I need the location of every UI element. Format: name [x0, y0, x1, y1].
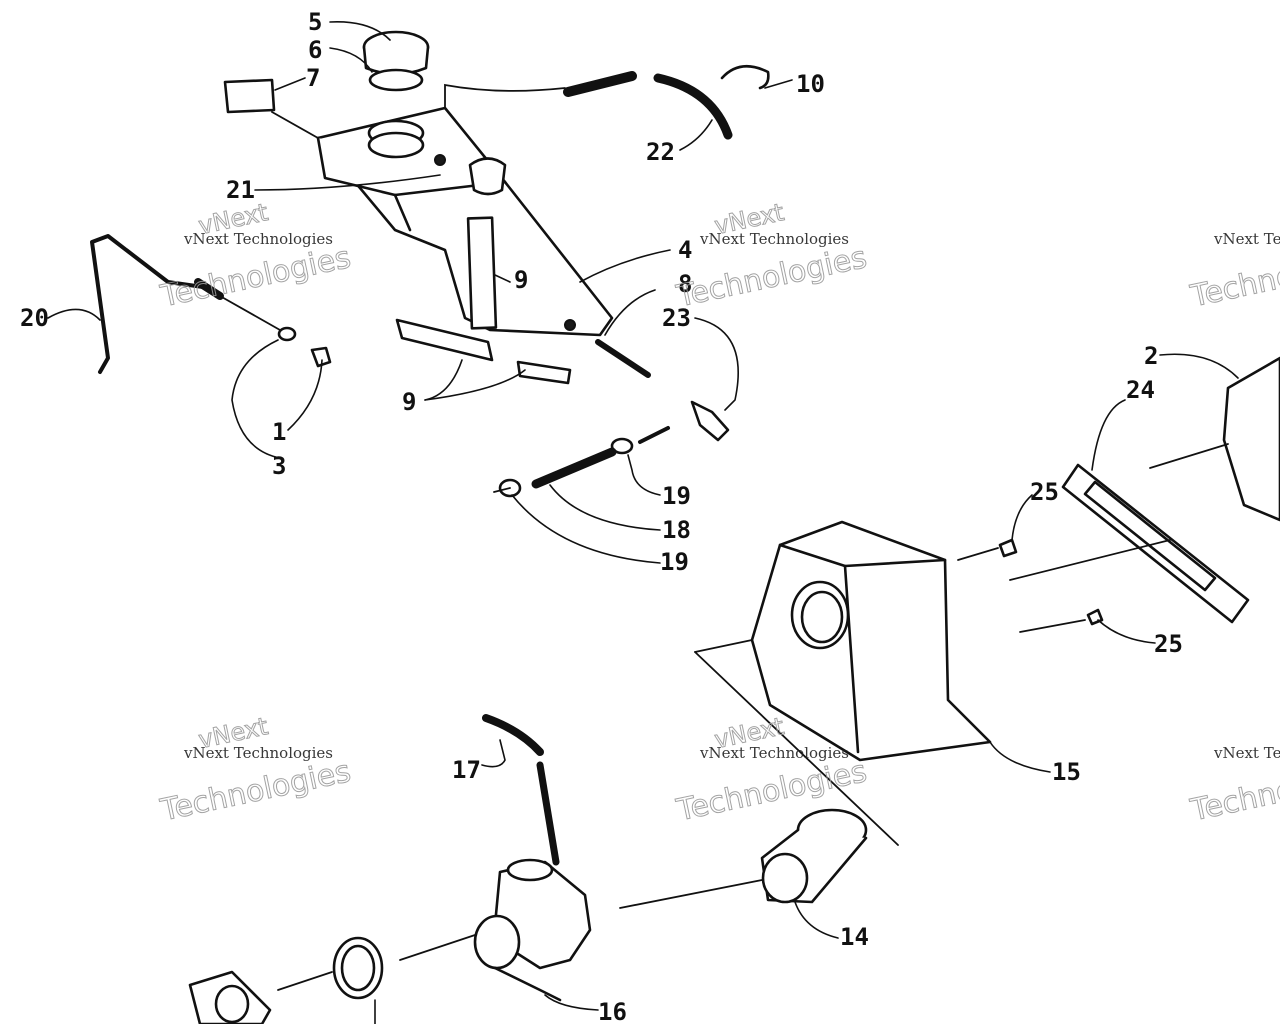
watermark-line2: Technologies: [673, 240, 870, 315]
watermark-line2: Technologies: [157, 240, 354, 315]
callout-25-upper: 25: [1030, 478, 1059, 506]
watermark-brand: vNext Technologies: [1213, 230, 1280, 248]
watermark-brand: vNext Technologies: [183, 230, 333, 248]
watermark-line2: Technologies: [1187, 240, 1280, 315]
carburetor: [473, 714, 592, 1002]
callout-14: 14: [840, 923, 869, 951]
fuel-line: [90, 234, 332, 374]
callout-9-tank: 9: [514, 266, 528, 294]
callout-17: 17: [452, 756, 481, 784]
carb-clamp: [188, 934, 476, 1024]
callout-22: 22: [646, 138, 675, 166]
callout-19-lower: 19: [660, 548, 689, 576]
watermark-line2: Technologies: [1187, 754, 1280, 829]
callout-9-straps: 9: [402, 388, 416, 416]
watermark-brand: vNext Technologies: [183, 744, 333, 762]
callout-21: 21: [226, 176, 255, 204]
callout-15: 15: [1052, 758, 1081, 786]
callout-4: 4: [678, 236, 692, 264]
callout-10: 10: [796, 70, 825, 98]
fuel-fittings: [493, 400, 730, 498]
callout-8: 8: [678, 270, 692, 298]
callout-7: 7: [306, 64, 320, 92]
callout-23: 23: [662, 304, 691, 332]
callout-19-upper: 19: [662, 482, 691, 510]
callout-numbers: 5 6 7 10 22 21 4 8 23 9 9 20 1 3 19 18 1…: [20, 8, 1183, 1024]
screws: [998, 538, 1104, 626]
centerlines: [619, 443, 1229, 909]
callout-18: 18: [662, 516, 691, 544]
callout-20: 20: [20, 304, 49, 332]
callout-1: 1: [272, 418, 286, 446]
air-silencer: [694, 520, 992, 846]
leader-lines: [47, 21, 1239, 1024]
callout-3: 3: [272, 452, 286, 480]
tank-pin: [595, 339, 651, 378]
callout-6: 6: [308, 36, 322, 64]
callout-2: 2: [1144, 342, 1158, 370]
callout-24: 24: [1126, 376, 1155, 404]
vent-hose: [563, 64, 770, 140]
watermark-brand: vNext Technologies: [699, 744, 849, 762]
watermark-line2: Technologies: [157, 754, 354, 829]
callout-5: 5: [308, 8, 322, 36]
airbox-gasket: [1061, 356, 1280, 624]
watermark-brand: vNext Technologies: [1213, 744, 1280, 762]
filler-cap: [223, 30, 430, 139]
fuel-tank: [316, 83, 614, 337]
watermark-brand: vNext Technologies: [699, 230, 849, 248]
callout-16: 16: [598, 998, 627, 1024]
tank-mount-straps: [395, 318, 572, 385]
intake-boot: [760, 808, 868, 904]
callout-25-lower: 25: [1154, 630, 1183, 658]
